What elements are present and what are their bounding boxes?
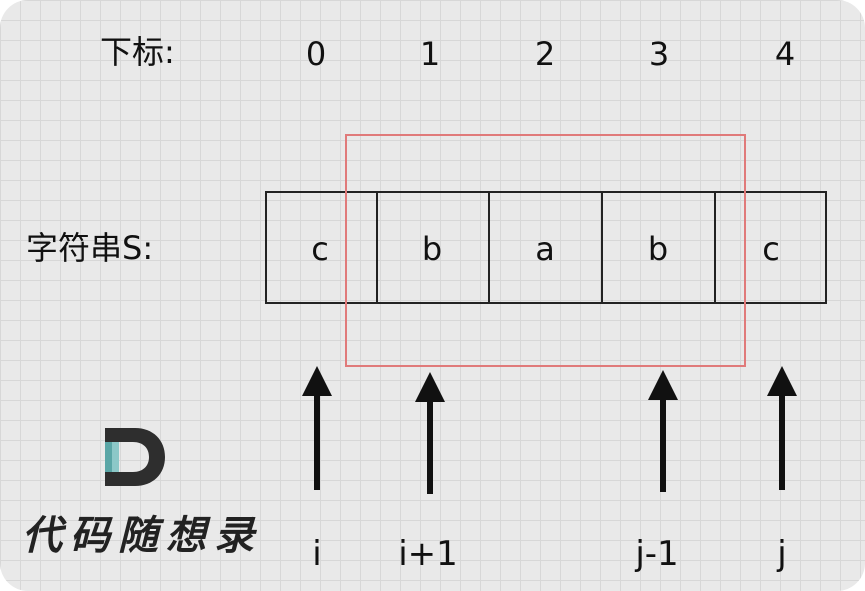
inner-substring-highlight (345, 134, 746, 367)
index-2: 2 (534, 35, 556, 73)
cell-divider (376, 191, 378, 304)
index-label: 下标: (100, 33, 175, 71)
cell-divider (714, 191, 716, 304)
index-3: 3 (648, 35, 670, 73)
string-array-box (265, 191, 827, 304)
arrow-j-minus-1 (648, 370, 678, 492)
index-1: 1 (419, 35, 441, 73)
pointer-label-i: i (312, 534, 322, 574)
cell-divider (601, 191, 603, 304)
char-cell-1: b (421, 230, 443, 268)
pointer-label-i-plus-1: i+1 (398, 534, 458, 574)
arrow-j (767, 366, 797, 490)
arrow-i (302, 366, 332, 490)
char-cell-3: b (647, 230, 669, 268)
char-cell-0: c (311, 230, 329, 268)
arrow-i-plus-1 (415, 372, 445, 494)
cell-divider (488, 191, 490, 304)
index-0: 0 (305, 35, 327, 73)
char-cell-2: a (535, 230, 555, 268)
pointer-label-j-minus-1: j-1 (635, 534, 679, 574)
brand-name: 代码随想录 (22, 512, 262, 559)
index-4: 4 (774, 35, 796, 73)
pointer-label-j: j (777, 534, 787, 574)
brand-logo-icon (105, 428, 165, 486)
string-label: 字符串S: (26, 229, 154, 267)
char-cell-4: c (762, 230, 780, 268)
